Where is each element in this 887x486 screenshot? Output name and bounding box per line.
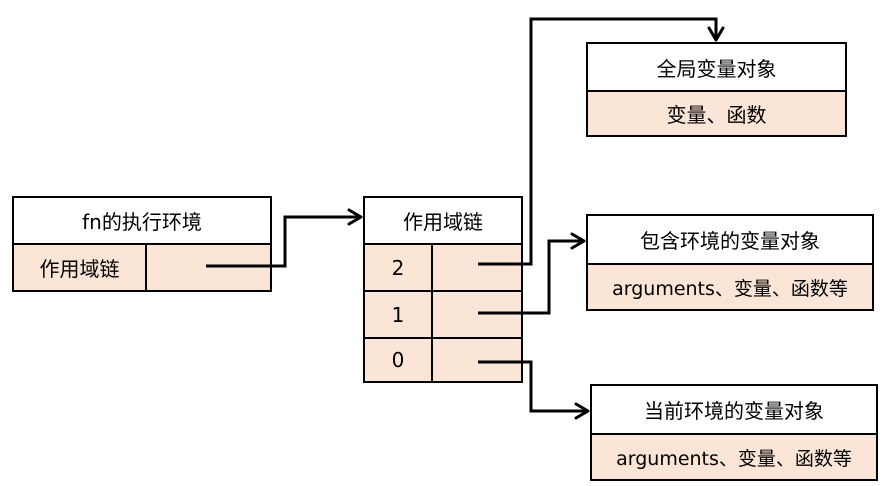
scope-chain-index: 0 — [365, 337, 431, 381]
scope-chain-pointer — [431, 290, 521, 337]
enclosing-variable-object-content: arguments、变量、函数等 — [588, 263, 872, 309]
global-variable-object-content: 变量、函数 — [588, 90, 845, 135]
scope-chain-box: 作用域链 2 1 0 — [363, 196, 523, 383]
scope-chain-pointer — [431, 243, 521, 290]
global-variable-object-title: 全局变量对象 — [588, 44, 845, 90]
enclosing-variable-object-title: 包含环境的变量对象 — [588, 216, 872, 263]
scope-chain-index: 1 — [365, 290, 431, 337]
execution-context-scope-pointer — [145, 243, 270, 290]
execution-context-box: fn的执行环境 作用域链 — [12, 196, 272, 292]
current-variable-object-title: 当前环境的变量对象 — [592, 386, 876, 433]
enclosing-variable-object-box: 包含环境的变量对象 arguments、变量、函数等 — [586, 214, 874, 311]
current-variable-object-box: 当前环境的变量对象 arguments、变量、函数等 — [590, 384, 878, 481]
current-variable-object-content: arguments、变量、函数等 — [592, 433, 876, 479]
execution-context-title: fn的执行环境 — [14, 198, 270, 243]
global-variable-object-box: 全局变量对象 变量、函数 — [586, 42, 847, 137]
execution-context-scope-label: 作用域链 — [14, 243, 145, 290]
arrowhead-icon — [574, 402, 590, 420]
scope-chain-title: 作用域链 — [365, 198, 521, 243]
arrowhead-icon — [570, 232, 586, 250]
scope-chain-pointer — [431, 337, 521, 381]
scope-chain-index: 2 — [365, 243, 431, 290]
arrowhead-icon — [347, 208, 363, 226]
arrowhead-icon — [707, 26, 725, 42]
